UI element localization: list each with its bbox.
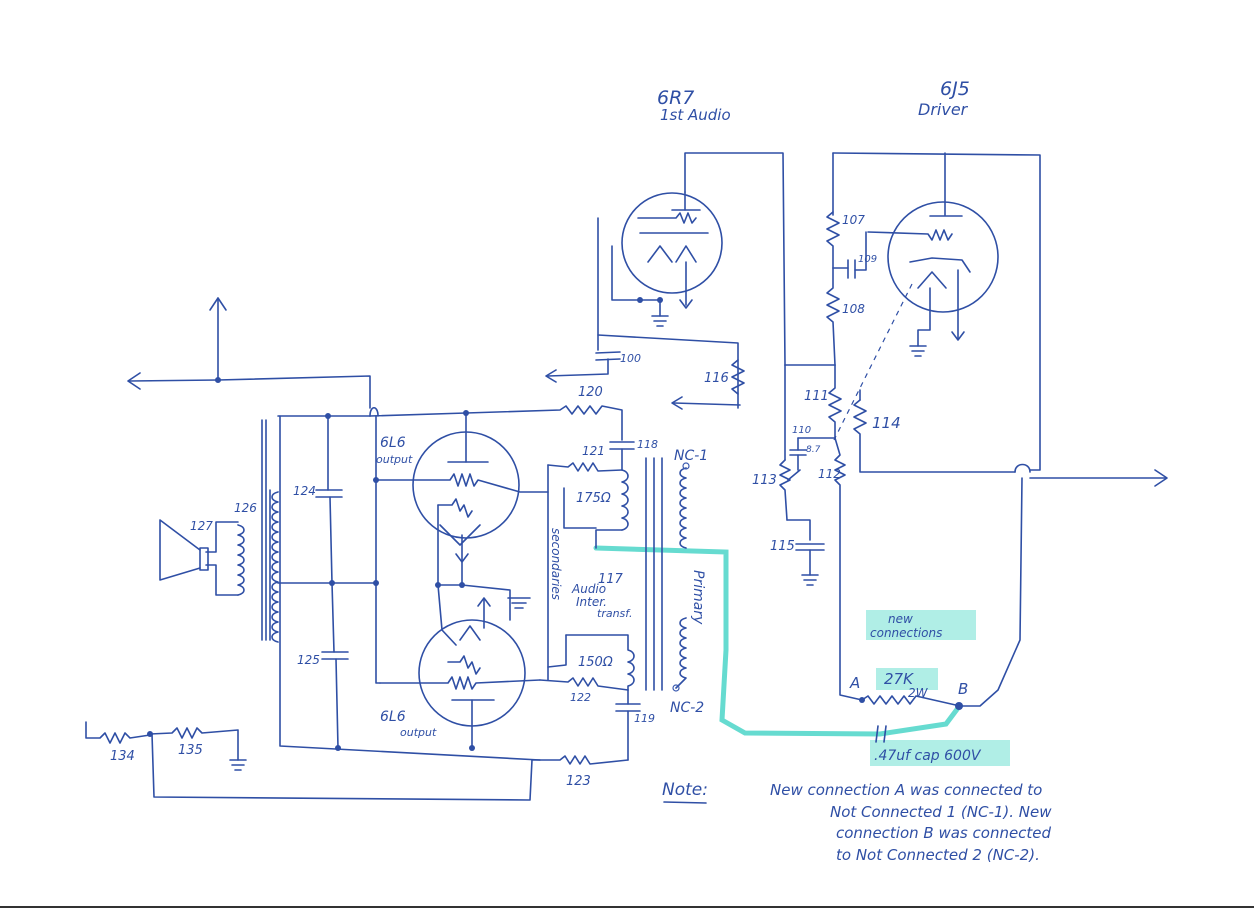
label-108: 108 xyxy=(842,302,865,316)
note-line-1: New connection A was connected to xyxy=(770,781,1042,799)
cap-110 xyxy=(789,437,807,471)
label-6j5: 6J5 xyxy=(940,78,970,100)
label-107: 107 xyxy=(842,213,865,227)
resistor-122 xyxy=(539,677,629,691)
resistor-113 xyxy=(779,459,791,521)
label-2w: 2W xyxy=(908,686,929,700)
cap-119 xyxy=(615,689,641,761)
new-connections-highlight xyxy=(866,610,976,640)
tube-6l6-output-top xyxy=(375,412,549,563)
label-118: 118 xyxy=(637,438,658,451)
label-126: 126 xyxy=(234,501,257,515)
tube-6r7-1st-audio xyxy=(597,191,723,351)
label-113: 113 xyxy=(752,473,777,488)
label-117: 117 xyxy=(598,572,624,587)
label-116: 116 xyxy=(704,371,729,386)
interstage-primary xyxy=(675,467,687,689)
note-line-3: connection B was connected xyxy=(836,824,1052,842)
resistor-107 xyxy=(826,211,840,269)
resistor-134 xyxy=(85,721,151,744)
resistor-123 xyxy=(531,755,629,765)
resistor-27k xyxy=(861,695,961,707)
label-connections: connections xyxy=(870,626,942,640)
note-block: Note: New connection A was connected to … xyxy=(662,780,1052,864)
label-119: 119 xyxy=(634,712,655,725)
label-driver: Driver xyxy=(918,100,969,119)
resistor-108 xyxy=(826,267,840,366)
label-127: 127 xyxy=(190,519,213,533)
resistor-114 xyxy=(853,399,1016,473)
label-output-top: output xyxy=(376,453,413,466)
label-primary: Primary xyxy=(690,570,706,625)
label-112: 112 xyxy=(818,467,841,481)
speaker-127 xyxy=(159,519,209,581)
label-transf: transf. xyxy=(597,607,632,620)
label-110: 110 xyxy=(792,425,811,436)
label-output-bottom: output xyxy=(400,726,437,739)
label-047uf: .47uf cap 600V xyxy=(874,748,982,764)
resistor-116 xyxy=(671,359,745,410)
label-111: 111 xyxy=(804,389,829,404)
label-100: 100 xyxy=(620,352,641,365)
resistor-111 xyxy=(828,364,842,439)
label-6l6-bottom: 6L6 xyxy=(380,709,406,725)
resistor-135 xyxy=(149,727,239,761)
label-nc1: NC-1 xyxy=(674,448,708,464)
label-6r7: 6R7 xyxy=(657,87,694,109)
resistor-120 xyxy=(369,405,623,441)
note-line-4: to Not Connected 2 (NC-2). xyxy=(836,846,1040,864)
label-nc2: NC-2 xyxy=(670,700,704,716)
label-115: 115 xyxy=(770,539,795,554)
label-secondaries: secondaries xyxy=(549,528,563,600)
label-audio: Audio xyxy=(571,582,606,596)
tube-6j5-driver xyxy=(867,152,999,357)
label-6l6-top: 6L6 xyxy=(380,435,406,451)
cap-124 xyxy=(315,415,343,584)
resistor-27k-highlight xyxy=(876,668,938,690)
interstage-core xyxy=(645,457,663,691)
new-connection-highlights xyxy=(593,545,1010,766)
tube-6l6-output-bottom xyxy=(379,597,541,749)
label-124: 124 xyxy=(293,484,316,498)
cap-125 xyxy=(321,582,349,749)
label-134: 134 xyxy=(110,749,135,764)
label-109: 109 xyxy=(858,254,877,265)
label-114: 114 xyxy=(872,414,901,432)
resistor-121 xyxy=(547,462,623,472)
label-135: 135 xyxy=(178,743,203,758)
cap-047-highlight xyxy=(870,740,1010,766)
label-150-ohm: 150Ω xyxy=(578,655,613,670)
cap-118 xyxy=(609,441,635,471)
labels: 6R7 1st Audio 6J5 Driver 6L6 output 6L6 … xyxy=(110,78,982,789)
label-123: 123 xyxy=(566,774,591,789)
note-heading: Note: xyxy=(662,780,708,800)
label-122: 122 xyxy=(570,691,591,704)
output-transformer-126 xyxy=(205,419,279,643)
label-120: 120 xyxy=(578,385,603,400)
resistor-112 xyxy=(834,437,863,701)
label-175-ohm: 175Ω xyxy=(576,491,611,506)
cap-047uf xyxy=(875,725,887,743)
label-125: 125 xyxy=(297,653,320,667)
note-line-2: Not Connected 1 (NC-1). New xyxy=(830,803,1052,821)
label-new: new xyxy=(888,612,913,626)
label-inter: Inter. xyxy=(576,595,607,609)
label-110-value: 8.7 xyxy=(806,445,821,455)
label-27k: 27K xyxy=(884,670,914,688)
label-121: 121 xyxy=(582,444,605,458)
new-connection-highlight-path xyxy=(593,545,961,737)
label-point-a: A xyxy=(849,674,860,692)
cap-109 xyxy=(832,231,867,279)
scan-edge-line xyxy=(0,906,1254,908)
label-1st-audio: 1st Audio xyxy=(660,106,731,124)
label-point-b: B xyxy=(958,680,968,698)
cap-115 xyxy=(795,543,825,586)
note-underline xyxy=(663,801,707,804)
interstage-secondary xyxy=(547,469,635,691)
